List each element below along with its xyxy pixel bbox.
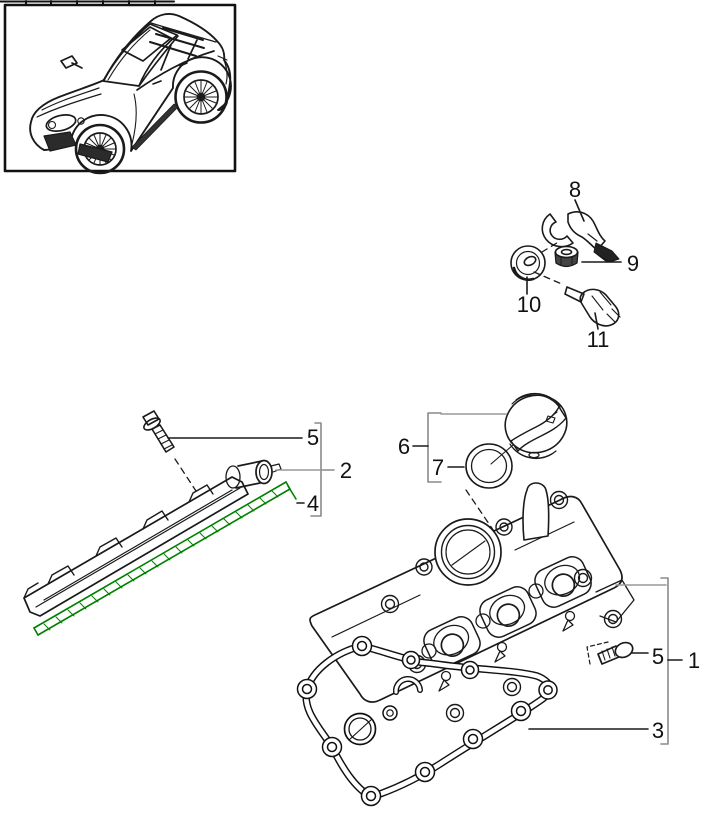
car-body-outline	[29, 13, 232, 152]
oil-baffle-group	[23, 410, 335, 636]
bracket-6	[427, 412, 442, 483]
callout-8: 8	[568, 177, 582, 202]
plug-port-1	[423, 616, 481, 668]
grille	[43, 131, 77, 152]
callout-10: 10	[516, 292, 542, 317]
callout-7: 7	[431, 455, 445, 480]
screw-cover	[586, 641, 634, 665]
oil-filler-cap	[504, 392, 568, 460]
valve-cover-gasket	[296, 635, 558, 807]
page-top-ticks	[0, 0, 175, 6]
retaining-fork	[541, 211, 620, 263]
bracket-1	[660, 577, 669, 745]
filler-neck	[434, 518, 502, 586]
callout-4: 4	[306, 491, 320, 516]
callout-5-baffle: 5	[306, 425, 320, 450]
gasket-strip	[33, 481, 297, 636]
sensor-bracket-group	[510, 199, 622, 330]
callout-2: 2	[339, 458, 353, 483]
valve-cover	[309, 482, 635, 723]
rocker-trim	[131, 103, 179, 151]
filler-cap-group	[412, 392, 568, 547]
gasket-eyelets	[296, 635, 558, 807]
breather-tube	[522, 482, 550, 541]
side-mirror	[60, 55, 83, 69]
rear-wheel	[174, 70, 228, 124]
nut	[554, 245, 579, 268]
callout-6: 6	[397, 434, 411, 459]
windshield	[102, 23, 178, 87]
oil-baffle-rail	[23, 459, 282, 617]
callout-5-cover: 5	[651, 644, 665, 669]
callout-3: 3	[651, 718, 665, 743]
headlight	[45, 114, 77, 132]
temperature-sensor	[564, 286, 621, 327]
grommet	[510, 245, 546, 281]
baffle-cylinder	[225, 459, 282, 489]
lower-intake	[77, 143, 113, 163]
screw-baffle	[142, 410, 175, 453]
callout-9: 9	[626, 251, 640, 276]
sunroof	[121, 26, 172, 62]
plug-port-2	[479, 586, 537, 638]
callout-11: 11	[586, 327, 610, 352]
cap-grip	[510, 406, 567, 452]
vehicle-thumbnail	[3, 3, 237, 175]
sealing-ring	[465, 443, 514, 489]
winged-clips	[438, 610, 576, 692]
callout-1: 1	[687, 648, 701, 673]
